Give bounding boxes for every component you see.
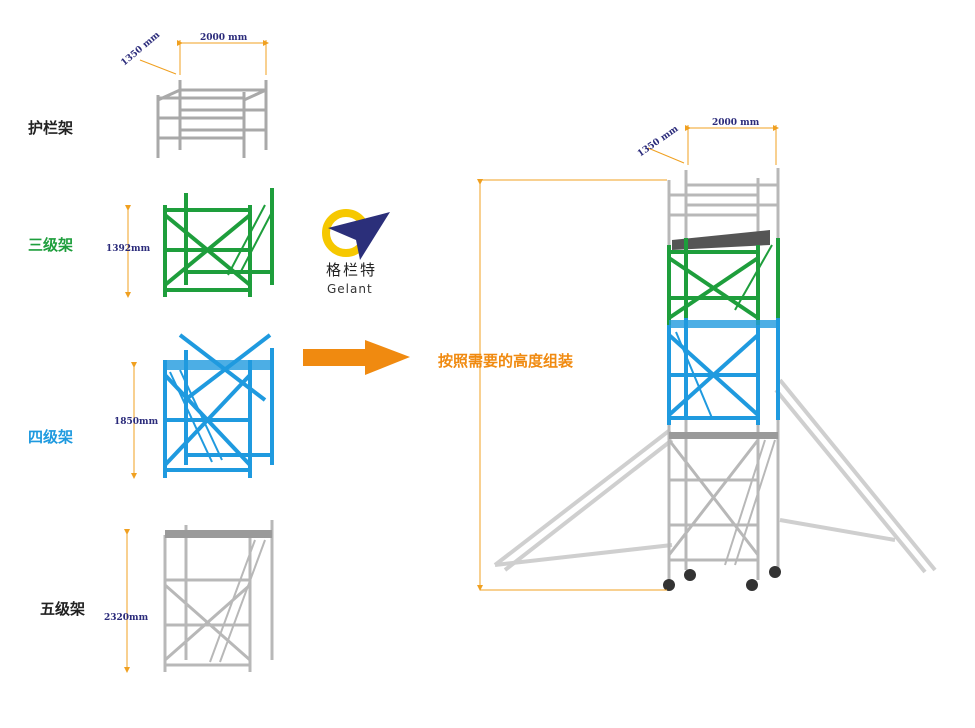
- label-guardrail: 护栏架: [28, 119, 74, 137]
- level3-frame: [163, 188, 274, 297]
- dim-width-small: 2000 mm: [200, 33, 248, 43]
- guardrail-dimensions: 2000 mm 1350 mm: [120, 30, 269, 75]
- brand-name-cn: 格栏特: [326, 261, 377, 279]
- tower-lower-section: [667, 420, 780, 580]
- dim-depth-small: 1350 mm: [120, 30, 163, 68]
- dim-depth-big: 1350 mm: [636, 124, 681, 160]
- outriggers: [493, 378, 937, 574]
- tower-guardrail: [667, 168, 780, 250]
- tower-wheels: [663, 566, 781, 591]
- label-level3: 三级架: [28, 236, 74, 254]
- gelant-logo: 格栏特 Gelant: [322, 209, 390, 296]
- dim-h3: 1392mm: [106, 244, 151, 254]
- level5-frame: [163, 520, 274, 672]
- label-assemble: 按照需要的高度组装: [438, 352, 574, 370]
- tower-green-section: [667, 238, 780, 325]
- level5-dimension: 2320mm: [104, 529, 149, 673]
- tower-blue-section: [667, 318, 780, 425]
- brand-name-en: Gelant: [327, 282, 373, 296]
- level3-dimension: 1392mm: [106, 205, 151, 298]
- label-level4: 四级架: [28, 428, 74, 446]
- level4-frame: [163, 333, 274, 478]
- dim-h4: 1850mm: [114, 417, 159, 427]
- level4-dimension: 1850mm: [114, 362, 159, 479]
- label-level5: 五级架: [40, 600, 86, 618]
- guardrail-frame: [156, 80, 268, 158]
- assemble-arrow: [303, 340, 410, 375]
- dim-h5: 2320mm: [104, 613, 149, 623]
- dim-width-big: 2000 mm: [712, 118, 760, 128]
